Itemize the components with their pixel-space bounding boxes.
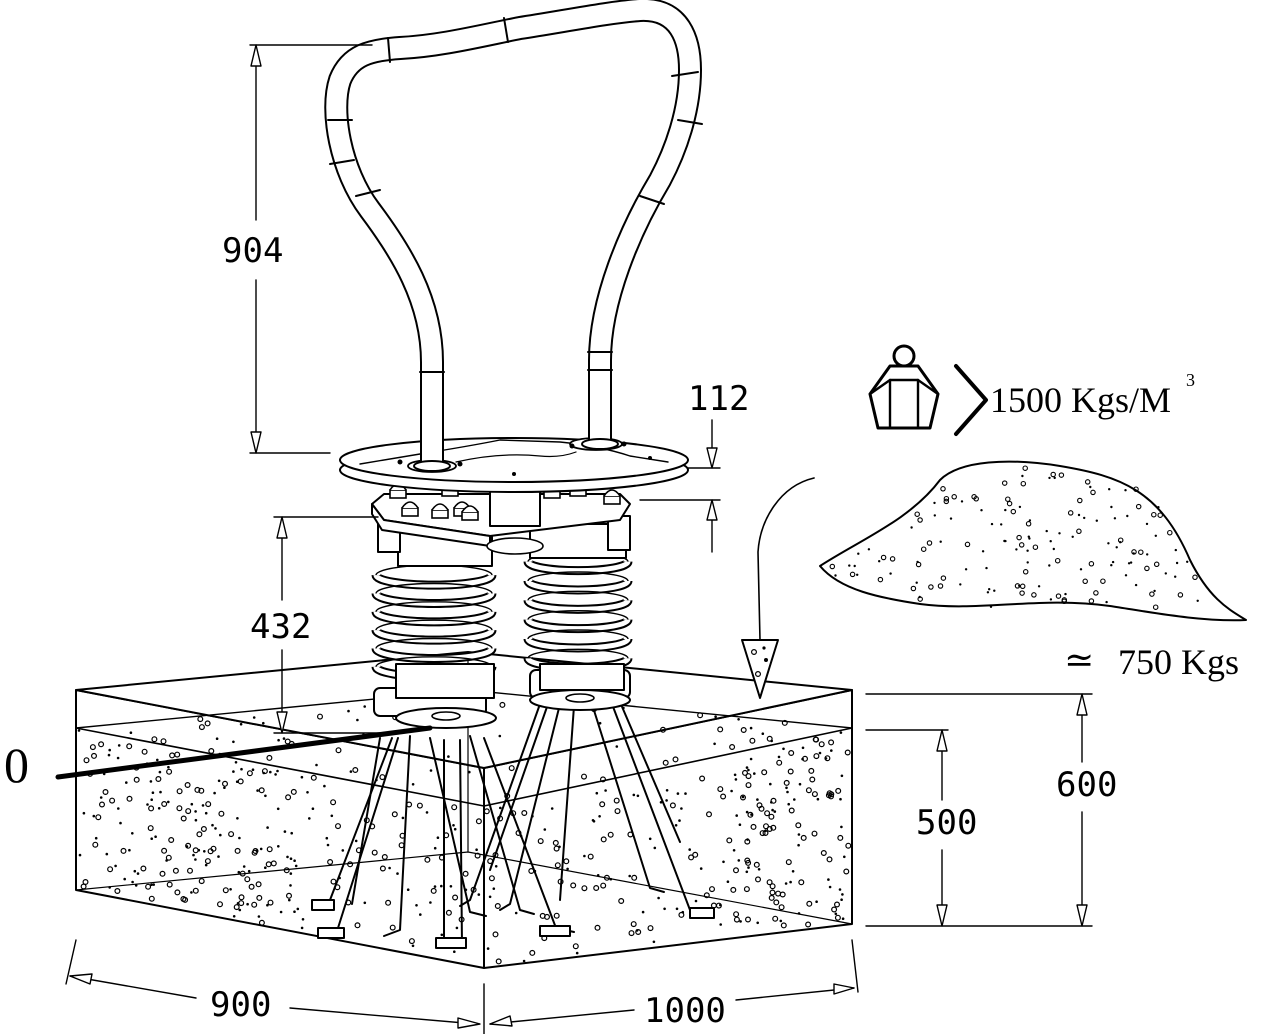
seat-plate (339, 437, 689, 493)
dimension-handle-height: 904 (222, 44, 373, 454)
dim-label-432: 432 (250, 607, 311, 647)
mass-label: 750 Kgs (1118, 642, 1239, 682)
weight-icon (868, 344, 940, 430)
dim-label-500: 500 (916, 803, 977, 843)
handle-bar (324, 0, 703, 472)
density-callout: 1500 Kgs/M 3 (954, 364, 1195, 436)
mass-prefix: ≃ (1064, 640, 1094, 680)
density-exponent: 3 (1186, 370, 1195, 390)
aggregate-pile (819, 460, 1247, 622)
dimension-embed-depth: 500 (865, 729, 1093, 927)
dimension-block-height: 600 (865, 693, 1117, 927)
aggregate-pile-dots (829, 465, 1199, 610)
spring-base-right (529, 663, 631, 711)
dimension-base-depth: 1000 (489, 939, 859, 1031)
ground-level-marker: 0 (4, 725, 433, 793)
dimension-plate-thickness: 112 (639, 379, 749, 553)
dim-label-112: 112 (688, 379, 749, 419)
pour-arrow (741, 477, 815, 699)
dimension-spring-height: 432 (250, 516, 401, 734)
dim-label-600: 600 (1056, 765, 1117, 805)
dim-label-900: 900 (210, 985, 271, 1025)
spring-base-left (373, 663, 497, 729)
density-label: 1500 Kgs/M (990, 380, 1171, 420)
dimension-base-width: 900 (65, 939, 485, 1034)
dim-label-904: 904 (222, 231, 283, 271)
dim-label-1000: 1000 (644, 991, 726, 1031)
mass-callout: ≃ 750 Kgs (1064, 640, 1239, 682)
anchor-rods (311, 701, 715, 949)
ground-level-label: 0 (4, 737, 29, 793)
